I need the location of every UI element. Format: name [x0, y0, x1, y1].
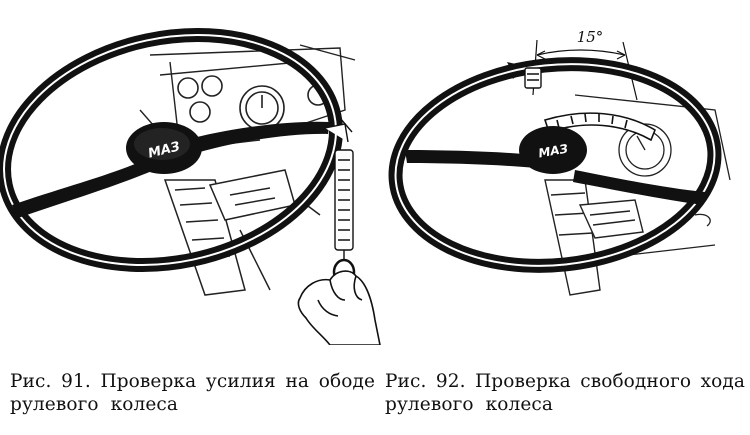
steering-wheel-spokes: [12, 121, 330, 218]
steering-column: [163, 179, 246, 296]
caption-word: ободе: [318, 371, 375, 392]
caption-word: хода: [700, 371, 745, 392]
steering-wheel-free-play-check-drawing: 15°: [388, 28, 731, 296]
free-play-angle-label: 15°: [577, 28, 604, 46]
pedal-mechanism: [578, 199, 644, 239]
caption-word: усилия: [205, 371, 276, 392]
caption-word: Проверка: [100, 371, 197, 392]
free-play-scale-arm: [543, 112, 656, 142]
figure-91-caption: Рис. 91. Проверка усилия на ободе рулево…: [10, 370, 375, 416]
rim-clamp: [524, 67, 542, 89]
caption-word: на: [285, 371, 310, 392]
steering-wheel-spokes: [405, 150, 705, 205]
caption-word: Рис.: [385, 371, 427, 392]
caption-word: Проверка: [475, 371, 571, 392]
steering-wheel-hub: [126, 122, 202, 174]
steering-wheel-force-check-drawing: МАЗ: [0, 28, 381, 345]
caption-word: 91.: [61, 371, 91, 392]
figure-91-illustration: МАЗ: [0, 0, 385, 345]
hand: [297, 270, 381, 345]
caption-line-2: рулевого колеса: [10, 394, 178, 415]
caption-line-1: Рис. 91. Проверка усилия на ободе: [10, 370, 375, 393]
steering-column: [544, 179, 601, 296]
caption-word: свободного: [580, 371, 692, 392]
steering-wheel-hub: [519, 126, 587, 174]
caption-word: Рис.: [10, 371, 52, 392]
steering-wheel-rim: [388, 57, 722, 273]
caption-word: 92.: [435, 371, 466, 392]
steering-wheel-rim: [0, 28, 343, 272]
figure-92-illustration: 15°: [385, 0, 750, 345]
maz-logo: МАЗ: [537, 141, 569, 160]
figure-92-caption: Рис. 92. Проверка свободного хода рулево…: [385, 370, 745, 416]
caption-line-2: рулевого колеса: [385, 394, 553, 415]
caption-line-1: Рис. 92. Проверка свободного хода: [385, 370, 745, 393]
